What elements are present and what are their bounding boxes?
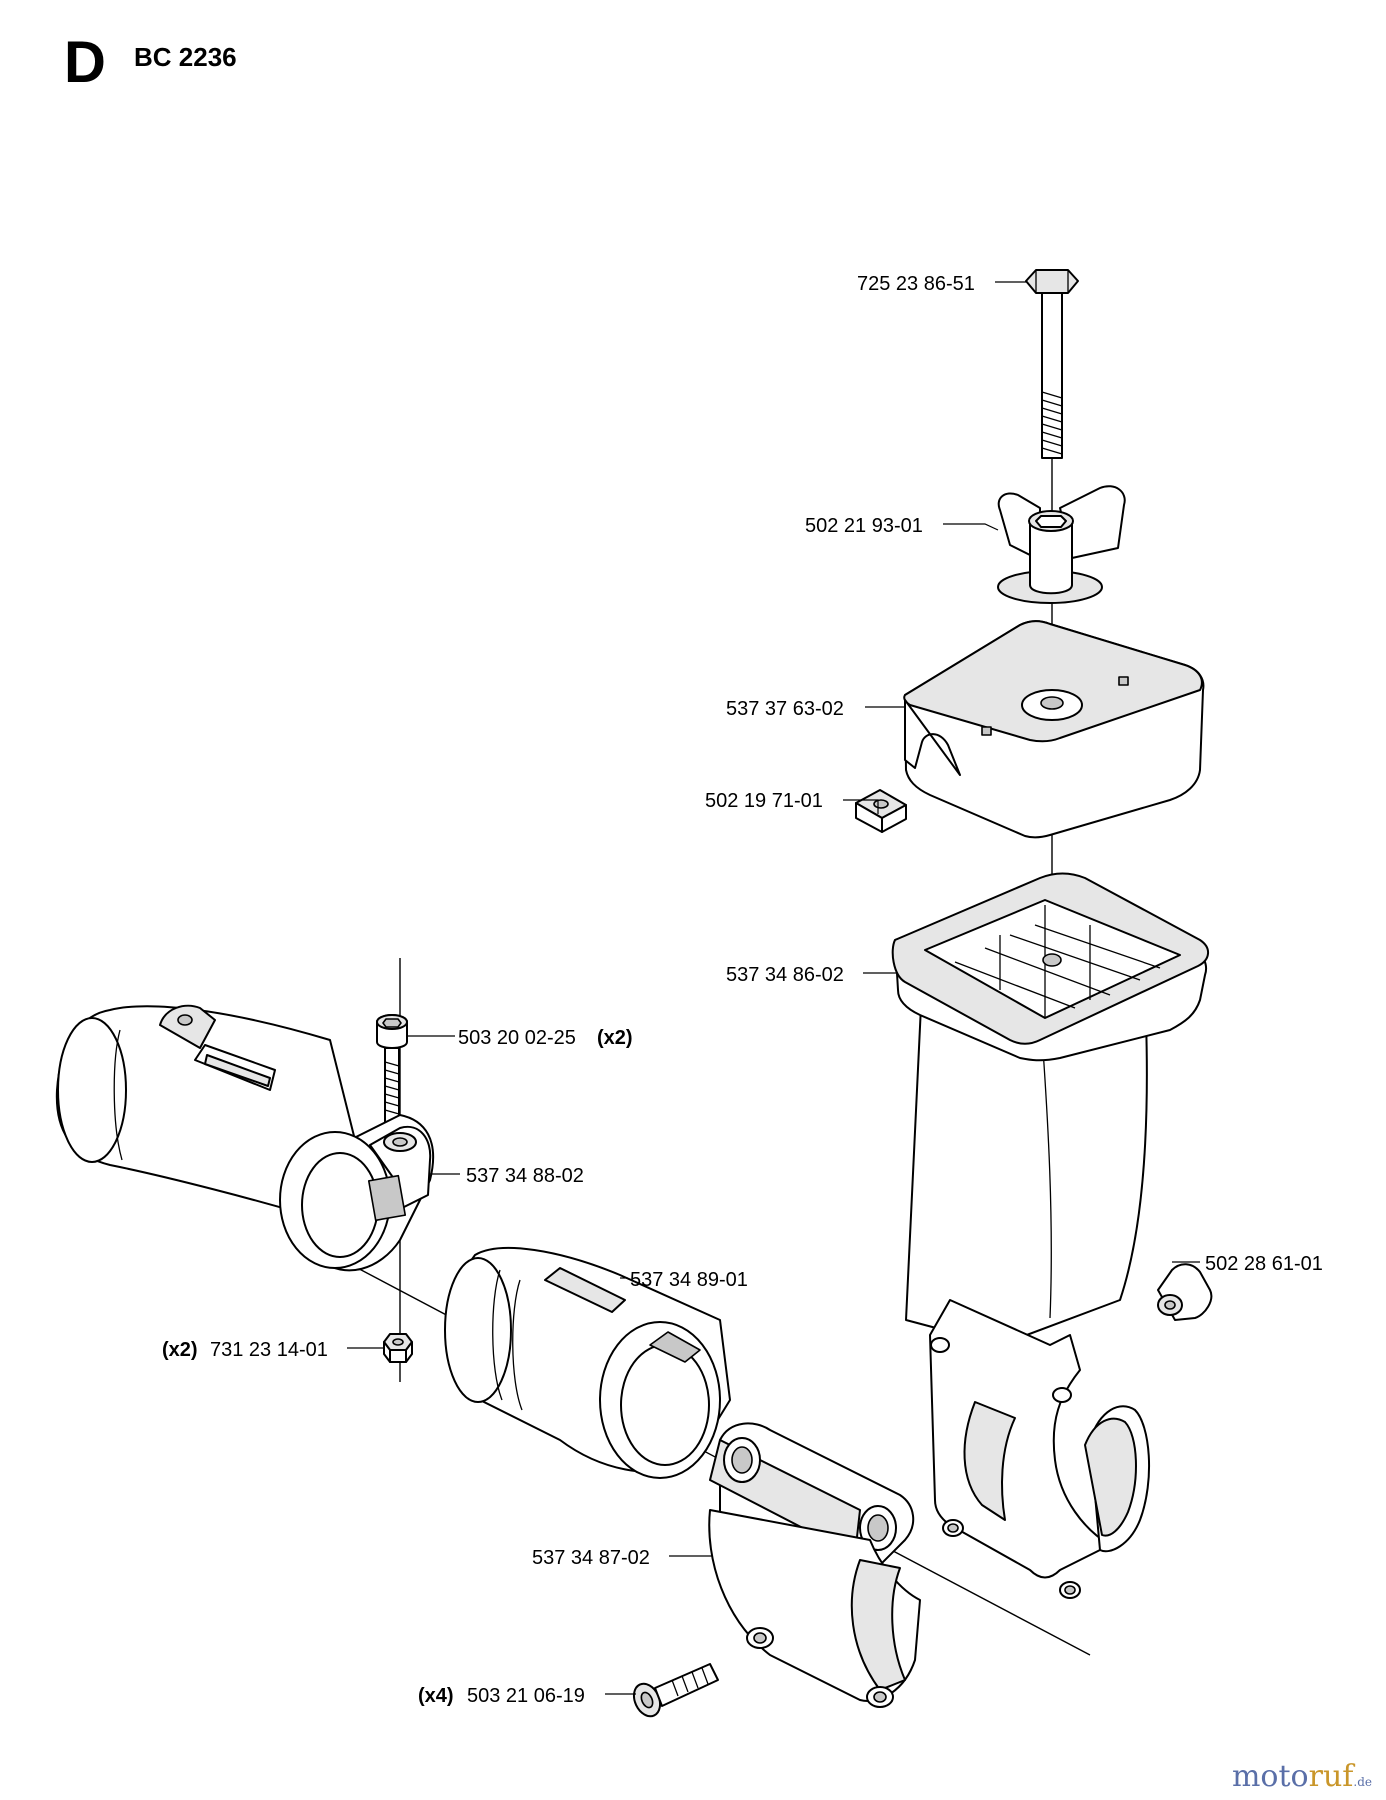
lower-clamp [708,1422,921,1708]
label-503-20-02-25: 503 20 02-25 [458,1027,576,1049]
label-731-23-14-01: 731 23 14-01 [210,1339,328,1361]
leader-lines [347,281,1200,1695]
model-title: BC 2236 [134,42,237,72]
cable-clip [1157,1263,1213,1321]
square-nut [855,789,907,833]
label-502-28-61-01: 502 28 61-01 [1205,1253,1323,1275]
label-537-34-87-02: 537 34 87-02 [532,1547,650,1569]
label-537-34-88-02: 537 34 88-02 [466,1165,584,1187]
label-503-21-06-19: 503 21 06-19 [467,1685,585,1707]
qty-503-20-02-25: (x2) [597,1027,633,1049]
hex-nut [383,1333,413,1363]
flange-screw [632,1663,719,1718]
shaft-bushing [444,1246,731,1479]
watermark-part3: .de [1353,1775,1372,1789]
tube-sleeve [55,1004,361,1226]
label-502-19-71-01: 502 19 71-01 [705,790,823,812]
watermark-part2: ruf [1308,1759,1354,1794]
part-labels: 725 23 86-51 502 21 93-01 537 37 63-02 5… [162,273,1323,1707]
clamp-screw [376,1014,408,1124]
label-502-21-93-01: 502 21 93-01 [805,515,923,537]
label-537-34-89-01: 537 34 89-01 [630,1269,748,1291]
watermark-logo: motoruf.de [1232,1762,1372,1792]
handle-top-cover [903,620,1205,839]
handle-body [891,872,1209,1599]
long-hex-bolt [1025,269,1079,459]
label-725-23-86-51: 725 23 86-51 [857,273,975,295]
label-537-34-86-02: 537 34 86-02 [726,964,844,986]
wing-knob [997,485,1126,604]
section-letter: D [64,30,106,95]
label-537-37-63-02: 537 37 63-02 [726,698,844,720]
clamp-ring [279,1114,435,1272]
watermark-part1: moto [1231,1759,1309,1794]
qty-731-23-14-01: (x2) [162,1339,198,1361]
qty-503-21-06-19: (x4) [418,1685,454,1707]
